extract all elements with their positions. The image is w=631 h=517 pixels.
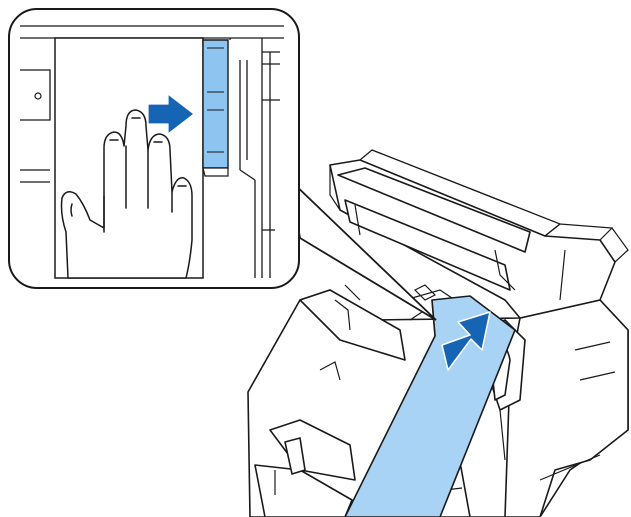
magnified-inset: [8, 8, 300, 289]
push-arrow-icon: [441, 311, 491, 371]
hand-icon: [60, 109, 193, 279]
paper-guide: [202, 39, 229, 177]
printer-detail-lines: [274, 149, 629, 495]
insert-arrow-icon: [147, 93, 195, 135]
